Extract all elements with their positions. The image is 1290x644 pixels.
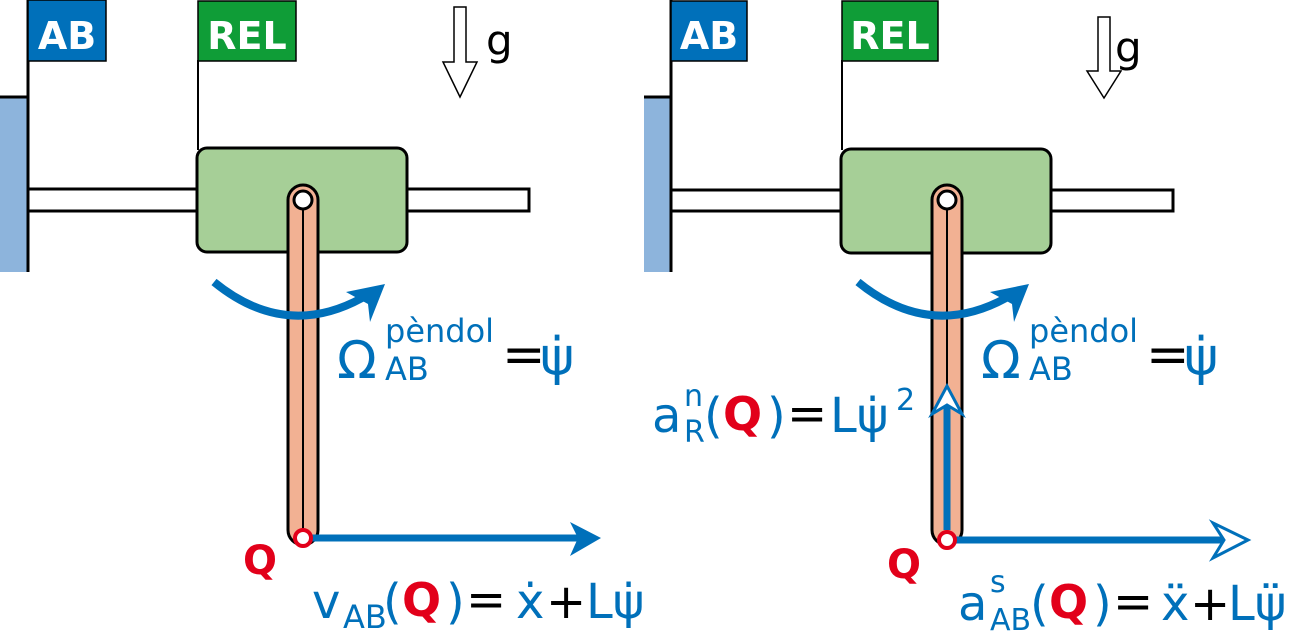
gravity-arrow-icon bbox=[441, 6, 479, 99]
ab-flag-label: AB bbox=[680, 14, 738, 58]
fixed-wall bbox=[0, 97, 27, 272]
panel-velocity: AB REL g Q Ω pèndol AB = ψ̇ bbox=[0, 0, 644, 636]
svg-text:Ω: Ω bbox=[981, 331, 1021, 391]
point-q-label: Q bbox=[243, 538, 277, 584]
svg-text:ψ̇: ψ̇ bbox=[540, 327, 574, 387]
svg-text:(: ( bbox=[1030, 576, 1049, 632]
svg-text:R: R bbox=[684, 415, 705, 450]
svg-text:Q: Q bbox=[723, 387, 762, 441]
svg-text:n: n bbox=[684, 379, 703, 414]
ab-frame-flag bbox=[670, 0, 748, 62]
svg-text:AB: AB bbox=[990, 603, 1031, 638]
svg-text:=: = bbox=[466, 572, 506, 628]
angular-velocity-equation: Ω pèndol AB = ψ̇ bbox=[981, 312, 1218, 391]
svg-text:2: 2 bbox=[896, 383, 915, 418]
rel-flag-label: REL bbox=[207, 14, 286, 58]
svg-text:pèndol: pèndol bbox=[1029, 312, 1138, 350]
svg-text:=: = bbox=[787, 386, 827, 442]
svg-text:=: = bbox=[1113, 574, 1153, 630]
ab-flag-label: AB bbox=[38, 14, 96, 58]
point-q-label: Q bbox=[887, 542, 921, 588]
svg-text:Lψ̇: Lψ̇ bbox=[830, 388, 888, 444]
rotation-arrowhead bbox=[346, 284, 385, 322]
rel-frame-flag bbox=[841, 0, 939, 62]
pivot-joint bbox=[292, 189, 314, 211]
rel-flag-label: REL bbox=[850, 14, 929, 58]
svg-text:(: ( bbox=[704, 388, 723, 444]
gravity-label: g bbox=[1115, 23, 1142, 72]
gravity-label: g bbox=[486, 16, 513, 65]
svg-text:AB: AB bbox=[385, 350, 429, 388]
svg-text:ψ̇: ψ̇ bbox=[1184, 327, 1218, 387]
svg-text:): ) bbox=[767, 388, 786, 444]
velocity-equation: v AB ( Q ) = ẋ + Lψ̇ bbox=[312, 572, 644, 636]
svg-text:+: + bbox=[1190, 576, 1230, 632]
rel-frame-flag bbox=[197, 0, 297, 62]
svg-text:Lψ̈: Lψ̈ bbox=[1228, 576, 1286, 632]
normal-acceleration-equation: a n R ( Q ) = Lψ̇ 2 bbox=[652, 379, 915, 450]
svg-text:ẍ: ẍ bbox=[1161, 576, 1189, 632]
svg-text:=: = bbox=[1146, 325, 1190, 385]
svg-text:=: = bbox=[502, 325, 546, 385]
gravity-arrow-icon bbox=[1085, 16, 1123, 100]
svg-text:ẋ: ẋ bbox=[516, 574, 544, 630]
normal-acceleration-arrowhead bbox=[928, 382, 966, 419]
pivot-joint bbox=[936, 189, 958, 211]
svg-text:pèndol: pèndol bbox=[385, 312, 494, 350]
velocity-arrowhead bbox=[570, 522, 601, 556]
point-q-marker bbox=[937, 530, 957, 550]
svg-text:v: v bbox=[312, 574, 340, 630]
panel-acceleration: AB REL g Q Ω pèndol AB = ψ̇ a n R bbox=[644, 0, 1286, 638]
svg-text:+: + bbox=[546, 574, 586, 630]
svg-text:Q: Q bbox=[402, 573, 441, 627]
svg-text:Ω: Ω bbox=[337, 331, 377, 391]
svg-text:a: a bbox=[958, 576, 987, 632]
tangential-acceleration-arrowhead bbox=[1208, 519, 1252, 562]
svg-text:a: a bbox=[652, 388, 681, 444]
svg-text:AB: AB bbox=[1029, 350, 1073, 388]
rotation-arrow bbox=[855, 278, 1008, 320]
angular-velocity-equation: Ω pèndol AB = ψ̇ bbox=[337, 312, 574, 391]
rotation-arrowhead bbox=[990, 284, 1029, 322]
tangential-acceleration-equation: a s AB ( Q ) = ẍ + Lψ̈ bbox=[958, 565, 1286, 638]
fixed-wall bbox=[644, 97, 671, 272]
svg-text:): ) bbox=[1093, 576, 1112, 632]
point-q-marker bbox=[293, 528, 313, 548]
svg-text:Lψ̇: Lψ̇ bbox=[586, 574, 644, 630]
rotation-arrow bbox=[211, 278, 364, 320]
svg-text:AB: AB bbox=[343, 598, 387, 636]
ab-frame-flag bbox=[27, 0, 107, 62]
svg-text:Q: Q bbox=[1049, 575, 1088, 629]
svg-text:): ) bbox=[446, 574, 465, 630]
svg-text:(: ( bbox=[383, 574, 402, 630]
svg-text:s: s bbox=[990, 565, 1006, 600]
